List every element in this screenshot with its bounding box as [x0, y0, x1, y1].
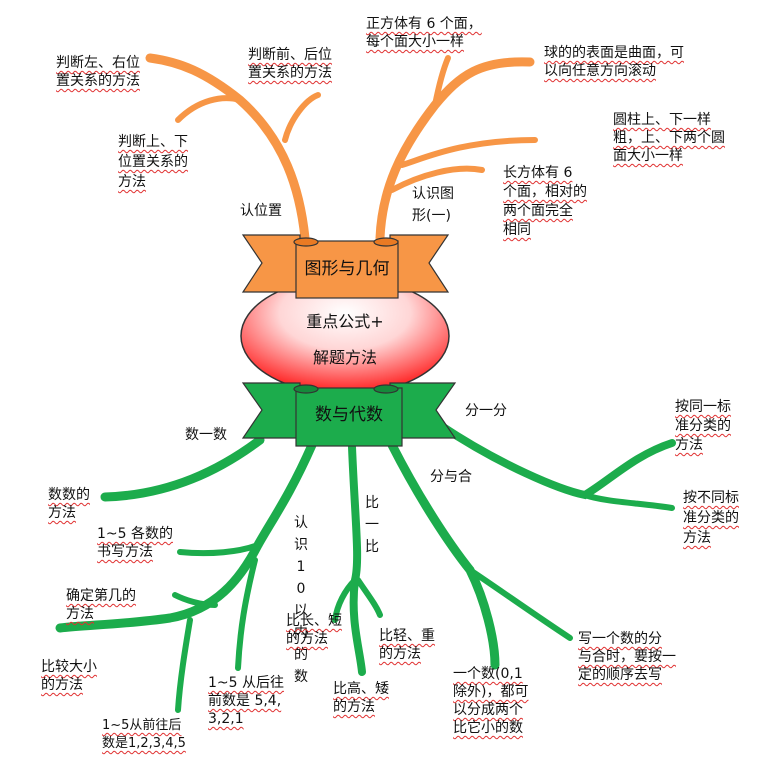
left-right-method: 判断左、右位 置关系的方法	[56, 55, 140, 89]
center-line-1: 重点公式+	[306, 312, 384, 331]
compare-length-method: 比长、短 的方法	[286, 613, 342, 647]
same-standard-classify: 按同一标 准分类的 方法	[675, 399, 731, 453]
split-order-rule: 写一个数的分 与合时，要按一 定的顺序去写	[578, 631, 676, 683]
orange-branches	[145, 53, 538, 243]
ordinal-method: 确定第几的 方法	[66, 588, 136, 622]
compare-weight-method: 比轻、重 的方法	[379, 628, 435, 662]
compare-text: 比一比	[365, 495, 379, 555]
cube-fact: 正方体有 6 个面， 每个面大小一样	[366, 16, 482, 50]
bottom-banner	[241, 382, 457, 447]
top-banner-title: 图形与几何	[304, 259, 390, 279]
front-back-method: 判断前、后位 置关系的方法	[248, 47, 332, 81]
count-forward: 1~5从前往后 数是1,2,3,4,5	[102, 718, 186, 751]
branch-split-combine: 分与合	[430, 469, 472, 485]
up-down-method: 判断上、下 位置关系的 方法	[118, 134, 188, 190]
cuboid-fact: 长方体有 6 个面，相对的 两个面完全 相同	[503, 165, 587, 238]
branch-recognize-numbers: 认识10以内的数	[293, 490, 309, 710]
branch-classify: 分一分	[465, 403, 507, 419]
split-number-fact: 一个数(0,1 除外)，都可 以分成两个 比它小的数	[453, 666, 529, 736]
branch-position: 认位置	[240, 203, 282, 219]
compare-size-method: 比较大小 的方法	[41, 659, 97, 693]
compare-height-method: 比高、矮 的方法	[333, 681, 389, 715]
count-backward: 1~5 从后往 前数是 5,4, 3,2,1	[208, 675, 284, 727]
sphere-fact: 球的的表面是曲面，可 以向任意方向滚动	[544, 45, 684, 79]
top-banner	[241, 234, 450, 299]
center-line-2: 解题方法	[312, 348, 377, 367]
counting-method: 数数的 方法	[48, 487, 90, 521]
recognize-numbers-text: 认识10以内的数	[294, 515, 308, 685]
branch-counting: 数一数	[185, 427, 227, 443]
green-branches	[55, 421, 676, 713]
branch-shapes: 认识图 形(一)	[412, 186, 454, 224]
branch-compare: 比一比	[364, 470, 380, 580]
different-standard-classify: 按不同标 准分类的 方法	[683, 490, 739, 546]
writing-method: 1~5 各数的 书写方法	[97, 526, 173, 560]
bottom-banner-title: 数与代数	[315, 405, 383, 425]
cylinder-fact: 圆柱上、下一样 粗，上、下两个圆 面大小一样	[613, 112, 725, 164]
